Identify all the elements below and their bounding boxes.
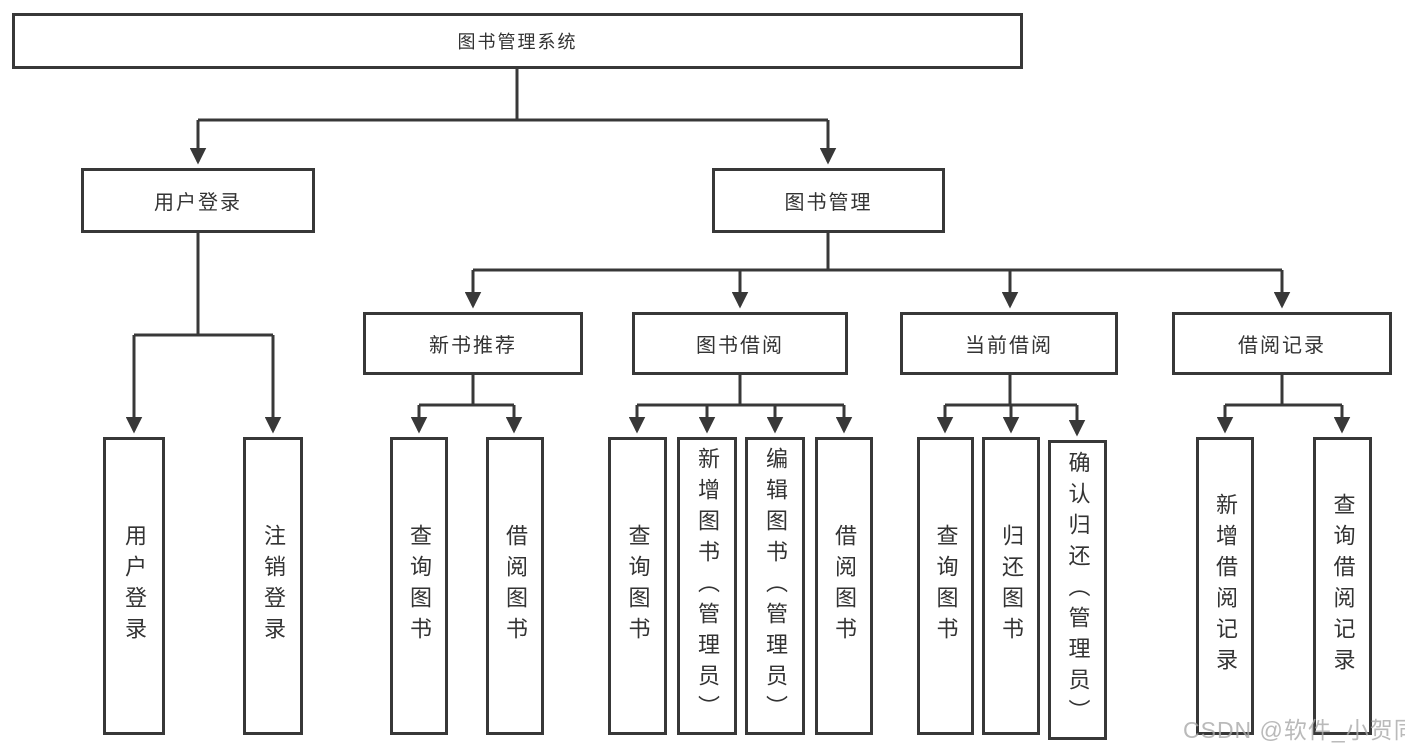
leaf-confirm-return-admin: 确认归还（管理员） bbox=[1048, 440, 1107, 740]
node-label: 确认归还（管理员） bbox=[1065, 450, 1091, 730]
node-user-login: 用户登录 bbox=[81, 168, 315, 233]
node-label: 借阅图书 bbox=[503, 524, 528, 648]
leaf-edit-books-admin: 编辑图书（管理员） bbox=[745, 437, 805, 735]
node-label: 借阅图书 bbox=[832, 524, 857, 648]
node-label: 查询图书 bbox=[933, 524, 959, 648]
node-label: 编辑图书（管理员） bbox=[763, 446, 788, 726]
leaf-logout: 注销登录 bbox=[243, 437, 303, 735]
leaf-query-books-current: 查询图书 bbox=[917, 437, 974, 735]
node-label: 图书管理系统 bbox=[457, 32, 578, 52]
watermark: CSDN @软件_小贺同学 bbox=[1183, 717, 1405, 743]
leaf-query-borrow-record: 查询借阅记录 bbox=[1313, 437, 1372, 735]
node-book-management: 图书管理 bbox=[712, 168, 945, 233]
connector-trunks bbox=[134, 67, 1342, 407]
node-label: 注销登录 bbox=[261, 524, 286, 648]
node-borrowing-records: 借阅记录 bbox=[1172, 312, 1392, 375]
node-label: 图书借阅 bbox=[696, 335, 784, 357]
node-label: 新增借阅记录 bbox=[1213, 493, 1238, 679]
leaf-add-borrow-record: 新增借阅记录 bbox=[1196, 437, 1254, 735]
node-new-book-recommend: 新书推荐 bbox=[363, 312, 583, 375]
leaf-borrow-books: 借阅图书 bbox=[815, 437, 873, 735]
node-label: 借阅记录 bbox=[1238, 335, 1326, 357]
leaf-borrow-books-recommend: 借阅图书 bbox=[486, 437, 544, 735]
node-book-borrowing: 图书借阅 bbox=[632, 312, 848, 375]
node-library-management-system: 图书管理系统 bbox=[12, 13, 1023, 69]
node-label: 查询图书 bbox=[625, 524, 651, 648]
node-label: 归还图书 bbox=[999, 524, 1024, 648]
node-label: 新增图书（管理员） bbox=[695, 446, 720, 726]
node-current-borrowing: 当前借阅 bbox=[900, 312, 1118, 375]
leaf-query-books-borrowing: 查询图书 bbox=[608, 437, 667, 735]
node-label: 查询图书 bbox=[407, 524, 432, 648]
node-label: 查询借阅记录 bbox=[1330, 493, 1356, 679]
node-label: 新书推荐 bbox=[429, 335, 517, 357]
node-label: 当前借阅 bbox=[965, 335, 1053, 357]
node-label: 图书管理 bbox=[784, 192, 873, 214]
leaf-return-books: 归还图书 bbox=[982, 437, 1040, 735]
leaf-query-books-recommend: 查询图书 bbox=[390, 437, 448, 735]
node-label: 用户登录 bbox=[154, 192, 242, 214]
leaf-add-books-admin: 新增图书（管理员） bbox=[677, 437, 737, 735]
leaf-user-login: 用户登录 bbox=[103, 437, 165, 735]
node-label: 用户登录 bbox=[122, 524, 147, 648]
